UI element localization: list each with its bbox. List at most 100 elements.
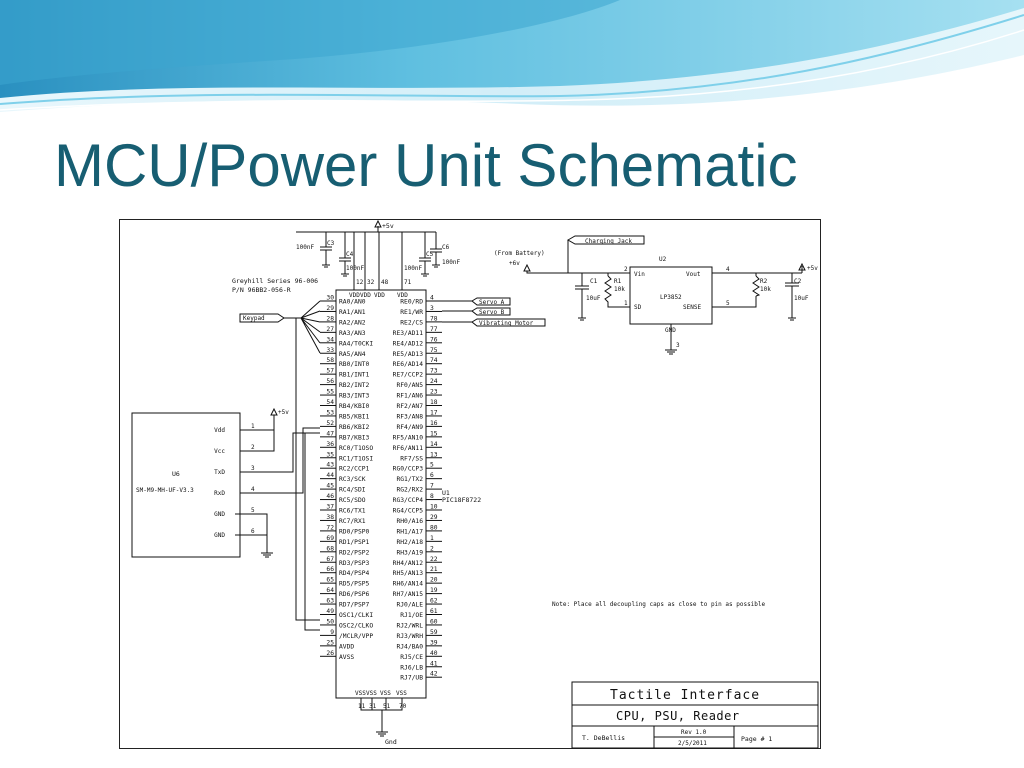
vibrating-motor-port: Vibrating Motor bbox=[442, 318, 546, 327]
svg-text:10k: 10k bbox=[614, 286, 625, 293]
plus5v-u6-label: +5v bbox=[278, 409, 289, 416]
svg-text:100nF: 100nF bbox=[442, 259, 460, 266]
mcu-ref: U1 bbox=[442, 489, 450, 497]
u6-gnd-wiring bbox=[235, 513, 273, 558]
mcu-right-pin-name: RG1/TX2 bbox=[396, 476, 423, 483]
mcu-right-pin-number: 42 bbox=[430, 671, 438, 678]
mcu-right-pin-name: RG2/RX2 bbox=[396, 487, 423, 494]
cap-c4: 100nF C4 bbox=[339, 232, 364, 277]
mcu-left-pin-number: 50 bbox=[326, 618, 334, 625]
mcu-left-pin-name: RD2/PSP2 bbox=[339, 549, 370, 556]
mcu-right-pin-number: 29 bbox=[430, 514, 438, 521]
mcu-right-pin-name: RE7/CCP2 bbox=[393, 372, 424, 379]
charging-jack-port bbox=[566, 235, 645, 245]
decoupling-note: Note: Place all decoupling caps as close… bbox=[552, 601, 766, 608]
mcu-left-pin-number: 64 bbox=[326, 587, 334, 594]
psu-output-wiring bbox=[712, 266, 803, 308]
svg-text:100nF: 100nF bbox=[296, 244, 314, 251]
plus5v-psu-label: +5v bbox=[807, 265, 818, 272]
mcu-left-pin-number: 44 bbox=[326, 472, 334, 479]
mcu-right-pin-name: RH7/AN15 bbox=[393, 591, 424, 598]
mcu-right-pin-name: RJ7/UB bbox=[400, 675, 423, 682]
title-block: Tactile Interface CPU, PSU, Reader T. De… bbox=[571, 681, 819, 749]
mcu-right-pin-name: RE5/AD13 bbox=[393, 351, 424, 358]
mcu-left-pin-number: 54 bbox=[326, 399, 334, 406]
svg-text:5: 5 bbox=[726, 300, 730, 307]
mcu-right-pin-name: RJ4/BA0 bbox=[396, 643, 423, 650]
svg-text:10k: 10k bbox=[760, 286, 771, 293]
mcu-right-pin-name: RJ6/LB bbox=[400, 664, 423, 671]
mcu-right-pin-name: RE6/AD14 bbox=[393, 361, 424, 368]
svg-text:C2: C2 bbox=[794, 278, 802, 285]
mcu-right-pin-name: RE0/RD bbox=[400, 299, 423, 306]
mcu-top-pin-number: 32 bbox=[367, 279, 375, 286]
mcu-right-pins: 4RE0/RD3RE1/WR78RE2/CS77RE3/AD1176RE4/AD… bbox=[393, 295, 442, 682]
mcu-right-pin-name: RF1/AN6 bbox=[396, 393, 423, 400]
mcu-left-pin-name: RB3/INT3 bbox=[339, 393, 370, 400]
svg-text:100nF: 100nF bbox=[346, 265, 364, 272]
mcu-right-pin-name: RF2/AN7 bbox=[396, 403, 423, 410]
mcu-left-pin-number: 28 bbox=[326, 315, 334, 322]
mcu-left-pin-name: RB5/KBI1 bbox=[339, 413, 370, 420]
mcu-top-pin-name: VDD bbox=[374, 292, 385, 299]
mcu-right-pin-number: 20 bbox=[430, 577, 438, 584]
mcu-left-pin-number: 49 bbox=[326, 608, 334, 615]
svg-text:1: 1 bbox=[624, 300, 628, 307]
resistor-r1: R1 10k bbox=[604, 275, 625, 306]
mcu-left-pin-name: RC2/CCP1 bbox=[339, 466, 370, 473]
mcu-top-pin-name: VDD bbox=[349, 292, 360, 299]
mcu-right-pin-number: 14 bbox=[430, 441, 438, 448]
mcu-right-pin-name: RF3/AN8 bbox=[396, 413, 423, 420]
u6-pin-number: 4 bbox=[251, 486, 255, 493]
title-block-title: Tactile Interface bbox=[610, 688, 760, 703]
u6-pin-name: GND bbox=[214, 532, 225, 539]
svg-text:SD: SD bbox=[634, 304, 642, 311]
u6-pin-name: RxD bbox=[214, 490, 225, 497]
mcu-left-pin-name: RA3/AN3 bbox=[339, 330, 366, 337]
mcu-right-pin-name: RE2/CS bbox=[400, 319, 423, 326]
mcu-left-pin-name: RB4/KBI0 bbox=[339, 403, 370, 410]
u2-ref: U2 bbox=[659, 256, 667, 263]
svg-text:C4: C4 bbox=[346, 251, 354, 258]
mcu-right-pin-number: 41 bbox=[430, 660, 438, 667]
slide-title: MCU/Power Unit Schematic bbox=[54, 132, 798, 199]
mcu-bottom-pin-name: VSS bbox=[396, 690, 407, 697]
gnd-label: Gnd bbox=[385, 738, 397, 746]
mcu-right-pin-name: RH0/A16 bbox=[396, 518, 423, 525]
mcu-left-pin-number: 63 bbox=[326, 598, 334, 605]
mcu-left-pin-name: RB0/INT0 bbox=[339, 361, 370, 368]
mcu-left-pin-number: 27 bbox=[326, 326, 334, 333]
mcu-left-pin-number: 57 bbox=[326, 368, 334, 375]
keypad-port bbox=[239, 313, 285, 323]
mcu-right-pin-number: 77 bbox=[430, 326, 438, 333]
mcu-right-pin-name: RG0/CCP3 bbox=[393, 466, 424, 473]
mcu-left-pin-number: 69 bbox=[326, 535, 334, 542]
mcu-right-pin-name: RJ2/WRL bbox=[396, 622, 423, 629]
svg-text:Vout: Vout bbox=[686, 271, 701, 278]
mcu-left-pin-name: RD5/PSP5 bbox=[339, 581, 370, 588]
mcu-left-pin-name: RC4/SDI bbox=[339, 487, 366, 494]
servo-a-port: Servo A bbox=[442, 297, 511, 306]
mcu-body bbox=[335, 289, 427, 699]
svg-text:R2: R2 bbox=[760, 278, 768, 285]
mcu-left-pin-number: 38 bbox=[326, 514, 334, 521]
mcu-bottom-pin-number: 11 bbox=[358, 703, 366, 710]
mcu-right-pin-name: RF7/SS bbox=[400, 455, 423, 462]
svg-text:Vin: Vin bbox=[634, 271, 645, 278]
mcu-right-pin-number: 3 bbox=[430, 305, 434, 312]
cap-c2: C2 10uF bbox=[785, 278, 809, 321]
u6-pin-number: 6 bbox=[251, 528, 255, 535]
u6-module bbox=[131, 412, 241, 558]
mcu-right-pin-number: 7 bbox=[430, 483, 434, 490]
mcu-left-pin-name: RC3/SCK bbox=[339, 476, 366, 483]
mcu-right-pin-name: RH2/A18 bbox=[396, 539, 423, 546]
mcu-top-pin-number: 48 bbox=[381, 279, 389, 286]
mcu-left-pin-name: RA2/AN2 bbox=[339, 319, 366, 326]
resistor-r2: R2 10k bbox=[752, 275, 771, 297]
mcu-right-pin-name: RG3/CCP4 bbox=[393, 497, 424, 504]
mcu-right-pin-number: 39 bbox=[430, 639, 438, 646]
mcu-left-pin-number: 37 bbox=[326, 504, 334, 511]
svg-text:10uF: 10uF bbox=[794, 295, 809, 302]
plus5v-arrow-u6 bbox=[270, 407, 278, 416]
mcu-right-pin-number: 76 bbox=[430, 336, 438, 343]
